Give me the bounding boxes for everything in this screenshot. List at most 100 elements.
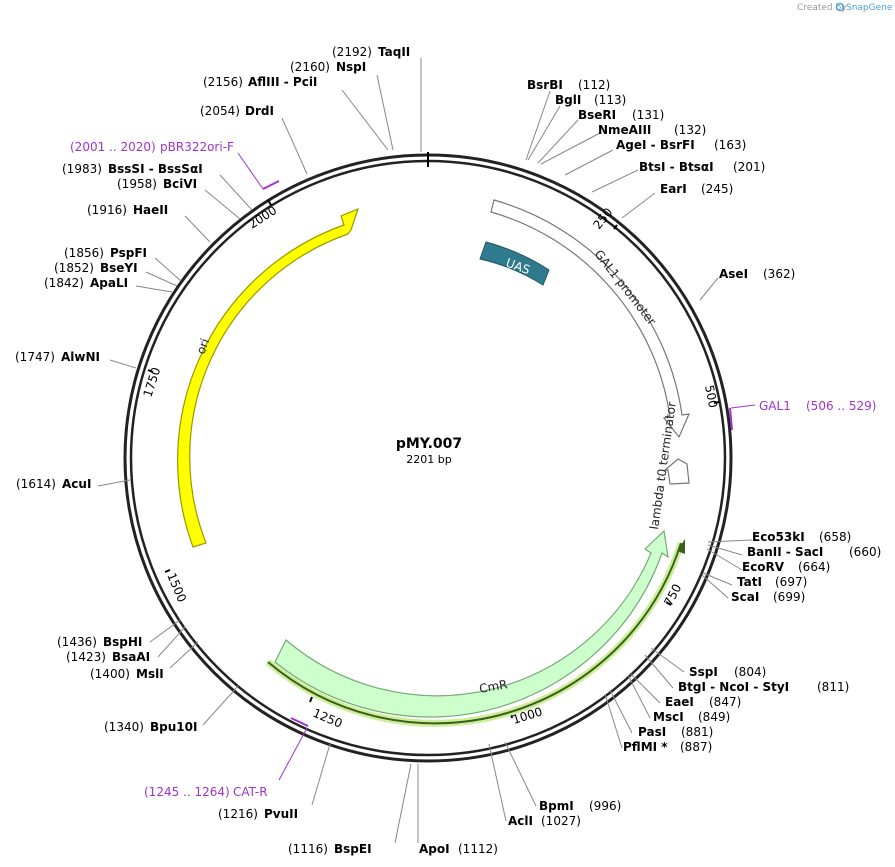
svg-text:(245): (245)	[701, 182, 733, 196]
svg-text:(1852): (1852)	[54, 261, 94, 275]
site-bcivi[interactable]: (1958) BciVI	[117, 177, 197, 191]
svg-text:(658): (658)	[819, 530, 851, 544]
svg-text:(697): (697)	[775, 575, 807, 589]
feature-label-cmr: CmR	[478, 677, 508, 696]
site-acui[interactable]: (1614) AcuI	[16, 477, 91, 491]
svg-text:NspI: NspI	[336, 60, 366, 74]
site-eco53ki[interactable]: Eco53kI (658)	[752, 530, 851, 544]
site-alwni[interactable]: (1747) AlwNI	[15, 350, 100, 364]
site-msli[interactable]: (1400) MslI	[90, 667, 164, 681]
svg-text:PasI: PasI	[638, 725, 666, 739]
svg-text:500: 500	[702, 384, 720, 409]
site-bsaai[interactable]: (1423) BsaAI	[66, 650, 150, 664]
site-asei[interactable]: AseI (362)	[719, 267, 795, 281]
site-btsi-btsai[interactable]: BtsI - BtsαI (201)	[639, 160, 765, 174]
svg-text:(1436): (1436)	[57, 635, 97, 649]
site-nspi[interactable]: (2160) NspI	[290, 60, 366, 74]
svg-text:(201): (201)	[733, 160, 765, 174]
site-bgli[interactable]: BglI (113)	[555, 93, 626, 107]
tick-500: 500	[702, 384, 720, 409]
site-scai[interactable]: ScaI (699)	[731, 590, 805, 604]
primer-pbr322ori-f[interactable]: (2001 .. 2020) pBR322ori-F	[70, 140, 280, 190]
svg-text:BspHI: BspHI	[103, 635, 142, 649]
site-btgi-ncoi-styi[interactable]: BtgI - NcoI - StyI (811)	[678, 680, 849, 694]
site-bsphi[interactable]: (1436) BspHI	[57, 635, 142, 649]
svg-text:(132): (132)	[674, 123, 706, 137]
site-bseyi[interactable]: (1852) BseYI	[54, 261, 138, 275]
svg-text:(1112): (1112)	[458, 842, 498, 856]
svg-text:DrdI: DrdI	[245, 104, 274, 118]
feature-label-ori: ori	[194, 337, 212, 356]
svg-text:(2192): (2192)	[332, 45, 372, 59]
site-apali[interactable]: (1842) ApaLI	[44, 276, 128, 290]
site-haeii[interactable]: (1916) HaeII	[87, 203, 168, 217]
svg-text:PspFI: PspFI	[110, 246, 147, 260]
site-pflmi[interactable]: PflMI * (887)	[623, 740, 712, 754]
svg-text:BspEI: BspEI	[334, 842, 372, 856]
credit-brand: SnapGene	[846, 3, 893, 13]
site-leader-lines	[97, 58, 753, 844]
site-bseri[interactable]: BseRI (131)	[578, 108, 664, 122]
site-apoi[interactable]: ApoI (1112)	[419, 842, 498, 856]
svg-text:(1842): (1842)	[44, 276, 84, 290]
svg-text:(2160): (2160)	[290, 60, 330, 74]
svg-text:(1423): (1423)	[66, 650, 106, 664]
svg-text:BpmI: BpmI	[539, 799, 574, 813]
svg-text:(887): (887)	[680, 740, 712, 754]
site-acli[interactable]: AclI (1027)	[508, 814, 581, 828]
svg-text:NmeAIII: NmeAIII	[598, 123, 651, 137]
svg-text:(849): (849)	[698, 710, 730, 724]
feature-gal1-promoter[interactable]: GAL1 promoter	[490, 199, 690, 439]
site-bpmi[interactable]: BpmI (996)	[539, 799, 621, 813]
svg-text:AseI: AseI	[719, 267, 748, 281]
site-banii-saci[interactable]: BanII - SacI (660)	[747, 545, 881, 559]
site-afliii-pcii[interactable]: (2156) AflIII - PciI	[203, 75, 317, 89]
feature-ori[interactable]: ori	[177, 207, 359, 548]
site-agei-bsrfi[interactable]: AgeI - BsrFI (163)	[616, 138, 746, 152]
primer-gal1[interactable]: GAL1 (506 .. 529)	[729, 399, 876, 431]
svg-text:250: 250	[590, 205, 615, 232]
site-drdi[interactable]: (2054) DrdI	[200, 104, 274, 118]
svg-text:MslI: MslI	[136, 667, 164, 681]
plasmid-name: pMY.007	[396, 436, 462, 452]
site-eari[interactable]: EarI (245)	[660, 182, 733, 196]
primer-name: pBR322ori-F	[160, 140, 234, 154]
site-pspfi[interactable]: (1856) PspFI	[64, 246, 147, 260]
site-taqii[interactable]: (2192) TaqII	[332, 45, 410, 59]
svg-text:BanII - SacI: BanII - SacI	[747, 545, 823, 559]
svg-text:(1747): (1747)	[15, 350, 55, 364]
site-sspi[interactable]: SspI (804)	[689, 665, 766, 679]
site-tati[interactable]: TatI (697)	[737, 575, 807, 589]
svg-text:EaeI: EaeI	[665, 695, 694, 709]
site-nmeaiii[interactable]: NmeAIII (132)	[598, 123, 706, 137]
svg-text:1250: 1250	[311, 706, 345, 731]
site-bspei[interactable]: (1116) BspEI	[288, 842, 372, 856]
svg-text:BssSI - BssSαI: BssSI - BssSαI	[108, 162, 203, 176]
svg-text:EcoRV: EcoRV	[742, 560, 785, 574]
svg-text:(699): (699)	[773, 590, 805, 604]
svg-text:(1340): (1340)	[104, 720, 144, 734]
primer-name: GAL1	[759, 399, 791, 413]
primer-cat-r[interactable]: (1245 .. 1264) CAT-R	[144, 717, 309, 799]
feature-cmr[interactable]: CmR	[274, 529, 669, 718]
site-ecorv[interactable]: EcoRV (664)	[742, 560, 830, 574]
svg-text:EarI: EarI	[660, 182, 687, 196]
primer-range: (506 .. 529)	[806, 399, 876, 413]
site-msci[interactable]: MscI (849)	[653, 710, 730, 724]
site-pasi[interactable]: PasI (881)	[638, 725, 713, 739]
site-eaei[interactable]: EaeI (847)	[665, 695, 741, 709]
credit-created-by: Created by	[797, 3, 847, 13]
svg-text:AcuI: AcuI	[62, 477, 91, 491]
svg-text:AclI: AclI	[508, 814, 533, 828]
feature-uas[interactable]: UAS	[479, 241, 550, 286]
svg-text:(1027): (1027)	[541, 814, 581, 828]
site-pvuii[interactable]: (1216) PvuII	[218, 807, 298, 821]
site-bpu10i[interactable]: (1340) Bpu10I	[104, 720, 197, 734]
primer-name: CAT-R	[233, 785, 268, 799]
site-bsrbi[interactable]: BsrBI (112)	[527, 78, 610, 92]
svg-text:(660): (660)	[849, 545, 881, 559]
svg-text:(664): (664)	[798, 560, 830, 574]
site-bsssi-bsssai[interactable]: (1983) BssSI - BssSαI	[62, 162, 203, 176]
svg-text:(163): (163)	[714, 138, 746, 152]
